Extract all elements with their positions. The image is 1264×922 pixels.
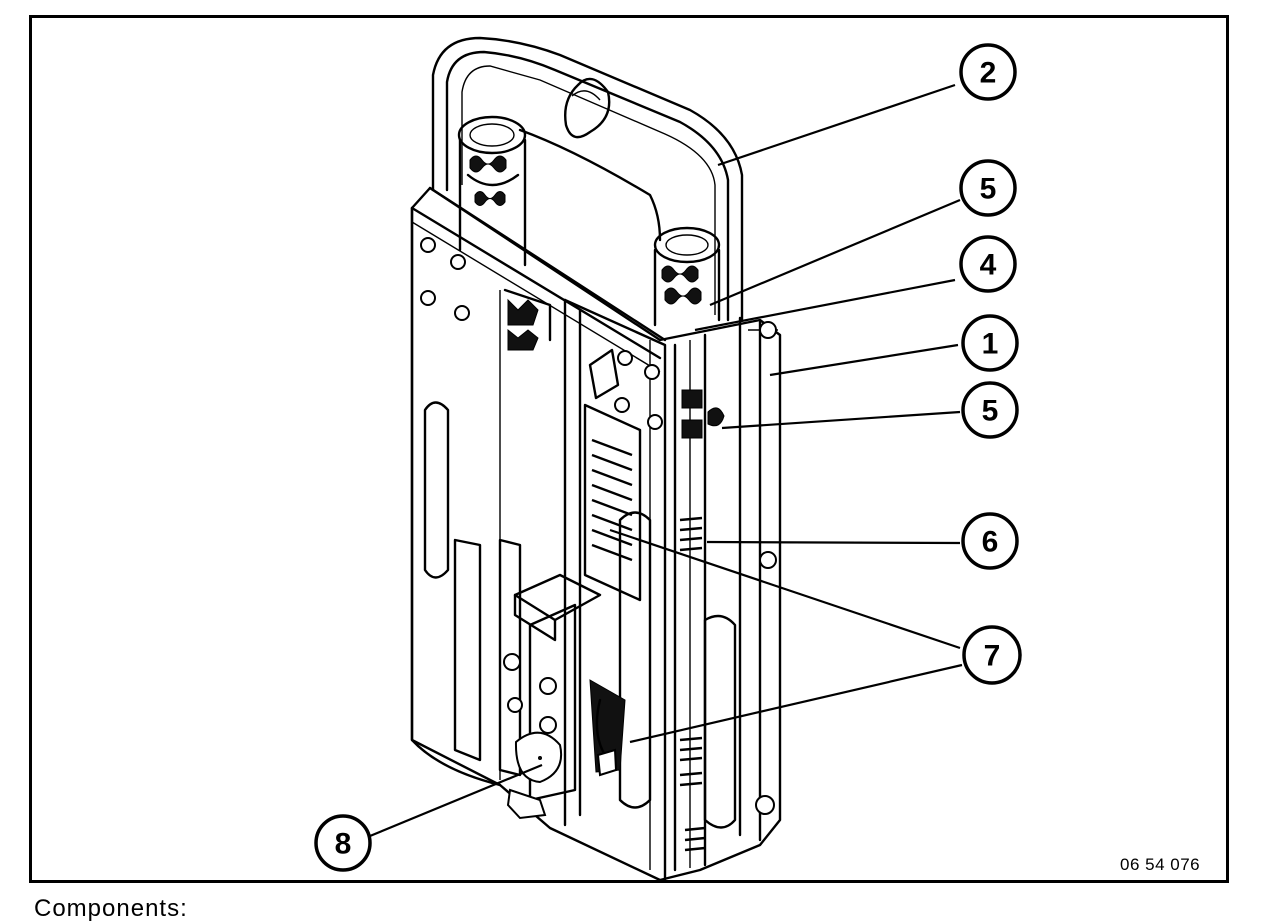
callout-4: 4 bbox=[959, 235, 1017, 293]
callout-8-label: 8 bbox=[335, 828, 352, 861]
callout-2-label: 2 bbox=[980, 57, 997, 90]
callout-6-label: 6 bbox=[982, 526, 999, 559]
callout-5-top: 5 bbox=[959, 159, 1017, 217]
leader-8 bbox=[369, 763, 543, 838]
callout-5-bottom: 5 bbox=[961, 381, 1019, 439]
leader-7-upper bbox=[609, 528, 961, 650]
leader-7-lower bbox=[629, 663, 963, 744]
callout-4-label: 4 bbox=[980, 249, 997, 282]
figure-code: 06 54 076 bbox=[1120, 855, 1201, 874]
leader-4 bbox=[694, 278, 956, 332]
leader-6 bbox=[706, 540, 961, 545]
caption: Components: bbox=[34, 895, 188, 922]
vessel-housing bbox=[410, 186, 782, 882]
callout-2: 2 bbox=[959, 43, 1017, 101]
callout-7-label: 7 bbox=[984, 640, 1001, 673]
carrying-handle bbox=[431, 36, 744, 322]
upper-cylinders bbox=[457, 115, 721, 327]
callout-5-top-label: 5 bbox=[980, 173, 997, 206]
callout-5-bottom-label: 5 bbox=[982, 395, 999, 428]
spring-assembly bbox=[503, 288, 725, 852]
leader-2 bbox=[717, 83, 956, 167]
callout-6: 6 bbox=[961, 512, 1019, 570]
leader-5-bottom bbox=[721, 410, 961, 430]
leader-5-top bbox=[709, 198, 961, 307]
callout-7: 7 bbox=[962, 625, 1022, 685]
callout-1: 1 bbox=[961, 314, 1019, 372]
leader-lines bbox=[369, 83, 963, 838]
figure-frame bbox=[29, 15, 1229, 883]
callout-1-label: 1 bbox=[982, 328, 999, 361]
callout-8: 8 bbox=[314, 814, 372, 872]
leader-1 bbox=[769, 343, 959, 377]
